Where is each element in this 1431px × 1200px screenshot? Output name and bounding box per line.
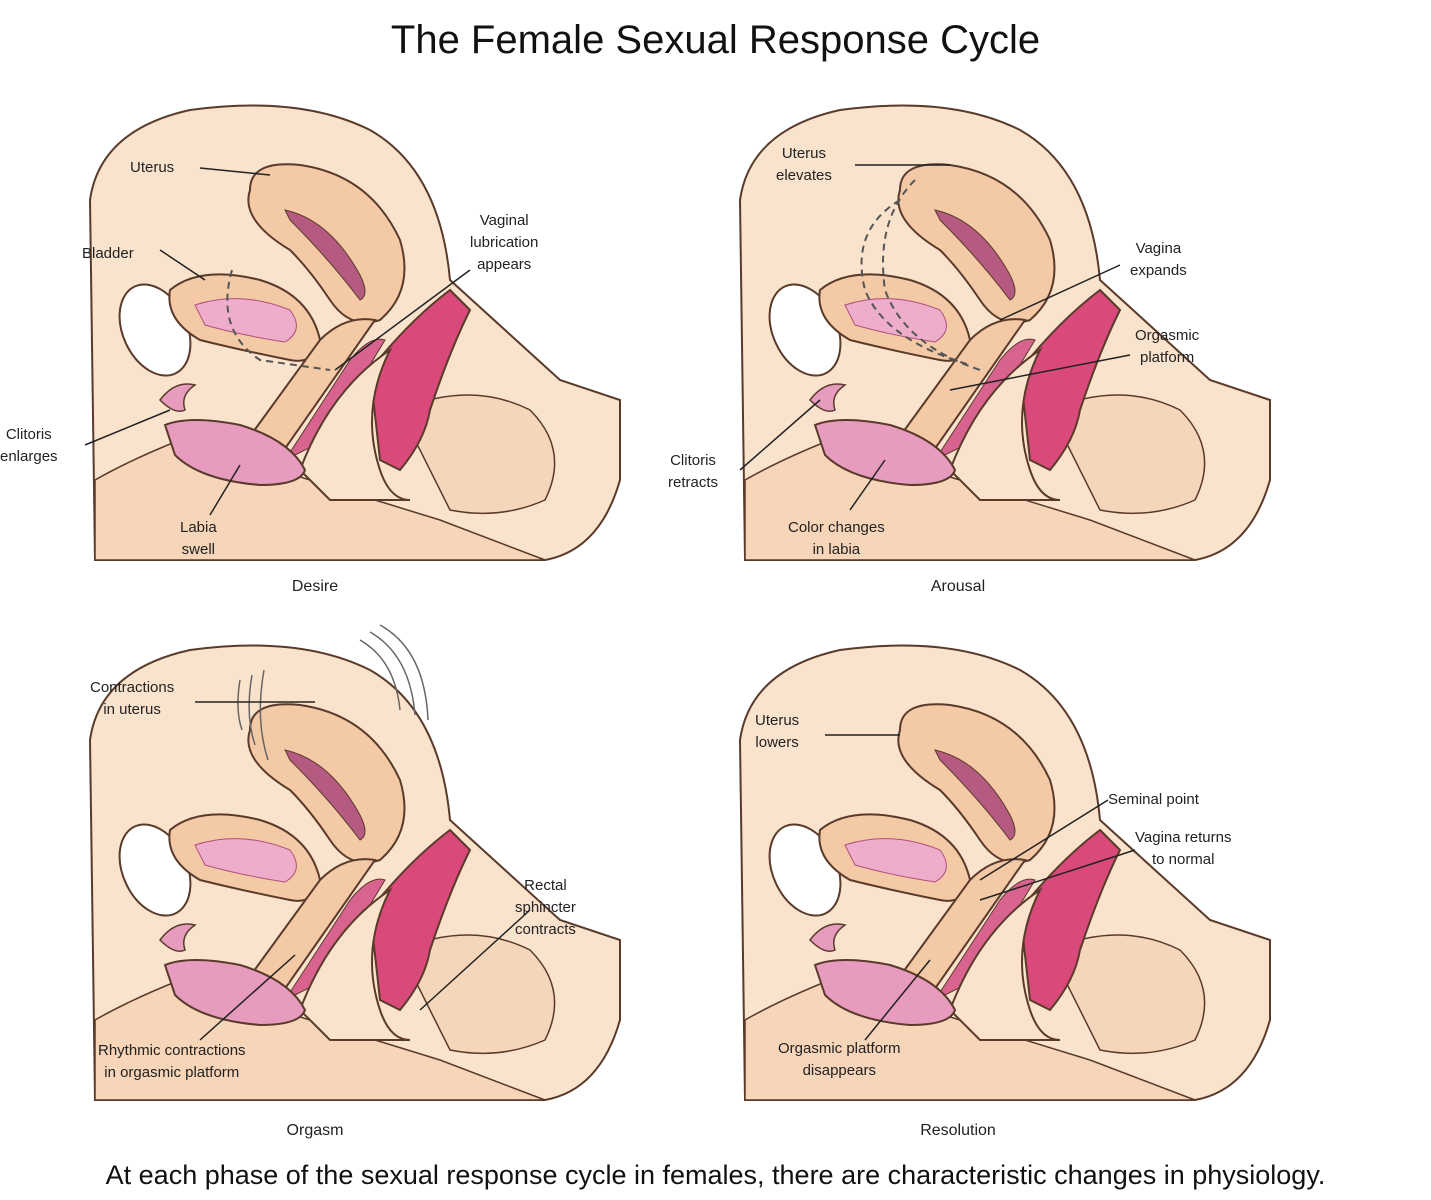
diagram-caption: At each phase of the sexual response cyc… bbox=[105, 1160, 1326, 1190]
label-vagina-expands: Vagina expands bbox=[1130, 240, 1187, 279]
label-rhythmic-contractions: Rhythmic contractions in orgasmic platfo… bbox=[98, 1042, 246, 1081]
anatomy-illustration-resolution bbox=[739, 644, 1271, 1101]
label-platform-disappears: Orgasmic platform disappears bbox=[778, 1040, 901, 1079]
panel-resolution: Uterus lowers Seminal point Vagina retur… bbox=[650, 620, 1365, 1180]
phase-label: Resolution bbox=[920, 1122, 996, 1139]
label-contractions-uterus: Contractions in uterus bbox=[90, 679, 175, 718]
label-rectal-sphincter: Rectal sphincter contracts bbox=[515, 877, 576, 938]
phase-label: Desire bbox=[291, 578, 339, 595]
label-vaginal-lubrication: Vaginal lubrication appears bbox=[470, 212, 539, 273]
label-color-changes: Color changes in labia bbox=[788, 519, 885, 558]
panel-desire: Uterus Bladder Vaginal lubrication appea… bbox=[0, 80, 715, 640]
label-uterus-elevates: Uterus elevates bbox=[776, 145, 832, 184]
panel-arousal: Uterus elevates Vagina expands Orgasmic … bbox=[650, 80, 1365, 640]
label-seminal-point: Seminal point bbox=[1108, 791, 1199, 808]
label-clitoris-retracts: Clitoris retracts bbox=[668, 452, 719, 491]
label-labia: Labia swell bbox=[180, 519, 217, 558]
label-uterus: Uterus bbox=[130, 159, 175, 176]
label-uterus-lowers: Uterus lowers bbox=[755, 712, 800, 751]
phase-label: Orgasm bbox=[286, 1122, 344, 1139]
phase-label: Arousal bbox=[930, 578, 986, 595]
contraction-waves-icon bbox=[237, 624, 429, 761]
label-bladder: Bladder bbox=[82, 245, 134, 262]
label-orgasmic-platform: Orgasmic platform bbox=[1135, 327, 1200, 366]
anatomy-illustration-desire bbox=[84, 104, 621, 561]
label-clitoris: Clitoris enlarges bbox=[0, 426, 58, 465]
anatomy-illustration-orgasm bbox=[89, 624, 621, 1101]
panel-orgasm: Contractions in uterus Rectal sphincter … bbox=[0, 620, 715, 1180]
label-vagina-returns: Vagina returns to normal bbox=[1135, 829, 1232, 868]
diagram-title: The Female Sexual Response Cycle bbox=[390, 18, 1041, 62]
anatomy-illustration-arousal bbox=[739, 104, 1271, 561]
